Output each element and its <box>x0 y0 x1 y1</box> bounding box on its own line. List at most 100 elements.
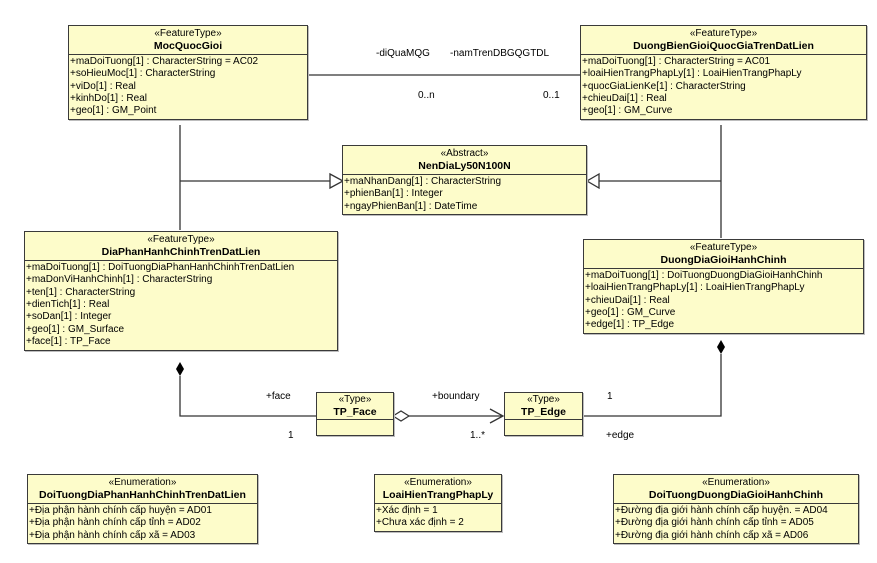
attribute: +chieuDai[1] : Real <box>585 294 670 306</box>
attribute: +phienBan[1] : Integer <box>344 188 443 200</box>
attribute: +kinhDo[1] : Real <box>70 93 147 105</box>
enum-doi-tuong-dia-phan[interactable]: «Enumeration» DoiTuongDiaPhanHanhChinhTr… <box>27 474 258 545</box>
multiplicity-face: 1 <box>288 430 294 441</box>
generalization-arrow-left <box>329 172 345 190</box>
multiplicity-boundary: 1..* <box>470 430 486 441</box>
attribute: +quocGiaLienKe[1] : CharacterString <box>582 80 746 92</box>
class-header: «Type» TP_Face <box>317 393 393 420</box>
stereotype: «Type» <box>527 394 560 405</box>
attribute: +ten[1] : CharacterString <box>26 286 136 298</box>
attribute: +geo[1] : GM_Curve <box>582 105 673 117</box>
multiplicity-left: 0..n <box>418 90 435 101</box>
attribute-compartment <box>505 420 582 435</box>
class-dia-phan-hanh-chinh[interactable]: «FeatureType» DiaPhanHanhChinhTrenDatLie… <box>24 231 338 351</box>
attribute: +geo[1] : GM_Surface <box>26 323 125 335</box>
stereotype: «FeatureType» <box>689 28 758 39</box>
attribute: +maDoiTuong[1] : DoiTuongDiaPhanHanhChin… <box>26 261 295 273</box>
aggregation-diamond-face <box>391 410 411 422</box>
class-name: TP_Edge <box>521 406 566 419</box>
stereotype: «Enumeration» <box>702 477 770 488</box>
literal-list: +Địa phận hành chính cấp huyện = AD01 +Đ… <box>28 504 257 543</box>
attribute: +maNhanDang[1] : CharacterString <box>344 175 502 187</box>
class-name: DoiTuongDiaPhanHanhChinhTrenDatLien <box>39 489 246 502</box>
generalization-arrow-right <box>585 172 600 190</box>
attribute: +dienTich[1] : Real <box>26 299 110 311</box>
attribute: +loaiHienTrangPhapLy[1] : LoaiHienTrangP… <box>585 282 805 294</box>
class-duong-bien-gioi[interactable]: «FeatureType» DuongBienGioiQuocGiaTrenDa… <box>580 25 867 120</box>
class-header: «Abstract» NenDiaLy50N100N <box>343 146 586 175</box>
class-header: «Type» TP_Edge <box>505 393 582 420</box>
attribute: +soHieuMoc[1] : CharacterString <box>70 68 216 80</box>
attribute: +viDo[1] : Real <box>70 80 136 92</box>
stereotype: «Enumeration» <box>108 477 177 488</box>
class-header: «FeatureType» DuongDiaGioiHanhChinh <box>584 240 863 269</box>
class-header: «Enumeration» LoaiHienTrangPhapLy <box>375 475 501 504</box>
class-name: DoiTuongDuongDiaGioiHanhChinh <box>648 489 824 502</box>
class-header: «FeatureType» MocQuocGioi <box>69 26 307 55</box>
literal-list: +Đường địa giới hành chính cấp huyện. = … <box>614 504 858 543</box>
attribute: +soDan[1] : Integer <box>26 311 112 323</box>
enum-literal: +Đường địa giới hành chính cấp xã = AD06 <box>615 529 809 541</box>
attribute: +maDoiTuong[1] : CharacterString = AC01 <box>582 55 771 67</box>
association-duong-edge <box>583 354 722 417</box>
class-header: «Enumeration» DoiTuongDuongDiaGioiHanhCh… <box>614 475 858 504</box>
role-label-boundary: +boundary <box>432 391 480 402</box>
stereotype: «FeatureType» <box>154 28 222 39</box>
multiplicity-right: 0..1 <box>543 90 560 101</box>
class-tp-face[interactable]: «Type» TP_Face <box>316 392 394 436</box>
class-moc-quoc-gioi[interactable]: «FeatureType» MocQuocGioi +maDoiTuong[1]… <box>68 25 308 120</box>
class-tp-edge[interactable]: «Type» TP_Edge <box>504 392 583 436</box>
attribute: +edge[1] : TP_Edge <box>585 319 675 331</box>
enum-literal: +Đường địa giới hành chính cấp tỉnh = AD… <box>615 517 814 529</box>
class-name: MocQuocGioi <box>153 40 223 53</box>
class-name: TP_Face <box>333 406 377 419</box>
stereotype: «Enumeration» <box>404 477 472 488</box>
stereotype: «Type» <box>338 394 372 405</box>
attribute-list: +maDoiTuong[1] : CharacterString = AC02 … <box>69 55 307 119</box>
class-name: DuongBienGioiQuocGiaTrenDatLien <box>633 40 814 53</box>
enum-literal: +Chưa xác định = 2 <box>376 517 464 529</box>
role-label-face: +face <box>266 391 291 402</box>
class-name: LoaiHienTrangPhapLy <box>382 489 494 502</box>
class-name: NenDiaLy50N100N <box>418 160 511 173</box>
class-duong-dia-gioi-hanh-chinh[interactable]: «FeatureType» DuongDiaGioiHanhChinh +maD… <box>583 239 864 334</box>
enum-literal: +Địa phận hành chính cấp tỉnh = AD02 <box>29 517 201 529</box>
role-label-edge: +edge <box>606 430 635 441</box>
attribute: +geo[1] : GM_Point <box>70 105 157 117</box>
class-nen-dia-ly[interactable]: «Abstract» NenDiaLy50N100N +maNhanDang[1… <box>342 145 587 216</box>
attribute: +loaiHienTrangPhapLy[1] : LoaiHienTrangP… <box>582 68 802 80</box>
attribute-list: +maDoiTuong[1] : CharacterString = AC01 … <box>581 55 866 119</box>
attribute-list: +maNhanDang[1] : CharacterString +phienB… <box>343 175 586 214</box>
stereotype: «FeatureType» <box>689 242 758 253</box>
literal-list: +Xác định = 1 +Chưa xác định = 2 <box>375 504 501 531</box>
class-header: «FeatureType» DuongBienGioiQuocGiaTrenDa… <box>581 26 866 55</box>
enum-literal: +Địa phận hành chính cấp xã = AD03 <box>29 529 196 541</box>
enum-literal: +Xác định = 1 <box>376 504 438 516</box>
enum-loai-hien-trang-phap-ly[interactable]: «Enumeration» LoaiHienTrangPhapLy +Xác đ… <box>374 474 502 532</box>
attribute: +maDonViHanhChinh[1] : CharacterString <box>26 274 213 286</box>
attribute: +chieuDai[1] : Real <box>582 93 667 105</box>
attribute: +maDoiTuong[1] : CharacterString = AC02 <box>70 55 259 67</box>
class-name: DiaPhanHanhChinhTrenDatLien <box>101 246 261 259</box>
enum-literal: +Địa phận hành chính cấp huyện = AD01 <box>29 504 212 516</box>
association-diaphan-face <box>179 376 316 417</box>
role-label-namtrendbgqgtdl: -namTrenDBGQGTDL <box>450 48 550 59</box>
enum-literal: +Đường địa giới hành chính cấp huyện. = … <box>615 504 828 516</box>
class-header: «FeatureType» DiaPhanHanhChinhTrenDatLie… <box>25 232 337 261</box>
class-name: DuongDiaGioiHanhChinh <box>660 254 787 267</box>
attribute-compartment <box>317 420 393 435</box>
multiplicity-edge: 1 <box>607 391 613 402</box>
enum-doi-tuong-duong-dia-gioi[interactable]: «Enumeration» DoiTuongDuongDiaGioiHanhCh… <box>613 474 859 545</box>
stereotype: «Abstract» <box>440 148 489 159</box>
attribute-list: +maDoiTuong[1] : DoiTuongDuongDiaGioiHan… <box>584 269 863 333</box>
attribute: +geo[1] : GM_Curve <box>585 307 676 319</box>
class-header: «Enumeration» DoiTuongDiaPhanHanhChinhTr… <box>28 475 257 504</box>
attribute: +ngayPhienBan[1] : DateTime <box>344 200 478 212</box>
composition-diamond-duong <box>717 340 725 354</box>
attribute: +face[1] : TP_Face <box>26 336 111 348</box>
navigability-arrow-edge <box>489 408 505 424</box>
stereotype: «FeatureType» <box>147 234 215 245</box>
composition-diamond-diaphan <box>176 362 184 376</box>
attribute: +maDoiTuong[1] : DoiTuongDuongDiaGioiHan… <box>585 269 823 281</box>
